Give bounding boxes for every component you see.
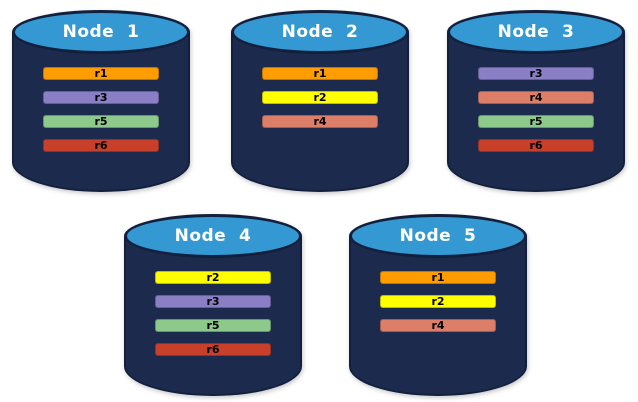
node-label: Node 5 [399, 226, 477, 246]
cylinder-top-ellipse: Node 1 [12, 10, 190, 54]
node-label: Node 4 [174, 226, 252, 246]
replica-list: r1 r3 r5 r6 [43, 67, 159, 152]
node-label: Node 3 [497, 22, 575, 42]
replica-bar-r6: r6 [155, 343, 271, 356]
cylinder-body [447, 31, 625, 192]
replica-bar-r3: r3 [43, 91, 159, 104]
node-label: Node 1 [62, 22, 140, 42]
replica-bar-r3: r3 [478, 67, 594, 80]
cylinder-body [231, 31, 409, 192]
replica-bar-r1: r1 [262, 67, 378, 80]
replica-bar-r6: r6 [43, 139, 159, 152]
replica-bar-r5: r5 [155, 319, 271, 332]
replica-bar-r6: r6 [478, 139, 594, 152]
replica-bar-r4: r4 [262, 115, 378, 128]
node-label: Node 2 [281, 22, 359, 42]
database-node: Node 2 r1 r2 r4 [231, 10, 409, 192]
replica-bar-r5: r5 [43, 115, 159, 128]
replica-bar-r2: r2 [155, 271, 271, 284]
database-node: Node 4 r2 r3 r5 r6 [124, 214, 302, 396]
replica-bar-r1: r1 [380, 271, 496, 284]
replica-bar-r4: r4 [380, 319, 496, 332]
database-node: Node 3 r3 r4 r5 r6 [447, 10, 625, 192]
cylinder-body [349, 235, 527, 396]
cylinder-top-ellipse: Node 4 [124, 214, 302, 258]
replica-list: r1 r2 r4 [380, 271, 496, 332]
database-node: Node 5 r1 r2 r4 [349, 214, 527, 396]
replica-list: r3 r4 r5 r6 [478, 67, 594, 152]
replica-bar-r2: r2 [262, 91, 378, 104]
cylinder-top-ellipse: Node 3 [447, 10, 625, 54]
cylinder-top-ellipse: Node 2 [231, 10, 409, 54]
replica-bar-r3: r3 [155, 295, 271, 308]
replica-bar-r2: r2 [380, 295, 496, 308]
database-node: Node 1 r1 r3 r5 r6 [12, 10, 190, 192]
replica-list: r2 r3 r5 r6 [155, 271, 271, 356]
replica-bar-r1: r1 [43, 67, 159, 80]
cylinder-top-ellipse: Node 5 [349, 214, 527, 258]
replica-list: r1 r2 r4 [262, 67, 378, 128]
cylinder-body [124, 235, 302, 396]
replica-bar-r4: r4 [478, 91, 594, 104]
replica-bar-r5: r5 [478, 115, 594, 128]
